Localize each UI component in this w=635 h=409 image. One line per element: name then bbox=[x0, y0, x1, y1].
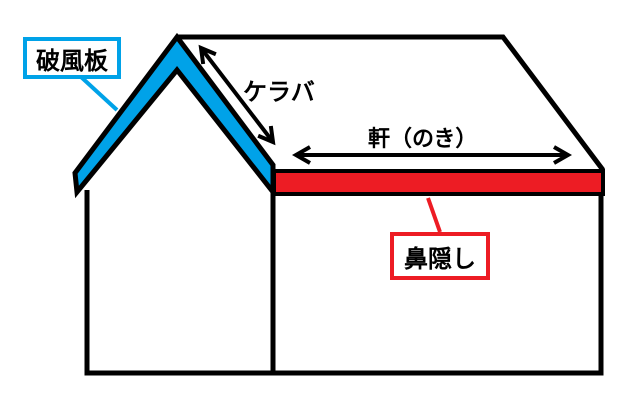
nose-cover-label: 鼻隠し bbox=[390, 232, 490, 280]
eaves-label: 軒（のき） bbox=[368, 127, 478, 152]
nose-cover-shape bbox=[272, 169, 605, 196]
keraba-arrow bbox=[198, 44, 276, 146]
nose-cover-leader-line bbox=[426, 197, 442, 233]
wall-outline bbox=[84, 190, 604, 376]
fascia-board-label: 破風板 bbox=[23, 37, 121, 79]
roof-outline bbox=[177, 34, 605, 172]
keraba-label: ケラバ bbox=[243, 78, 315, 106]
fascia-leader-line bbox=[78, 74, 119, 112]
